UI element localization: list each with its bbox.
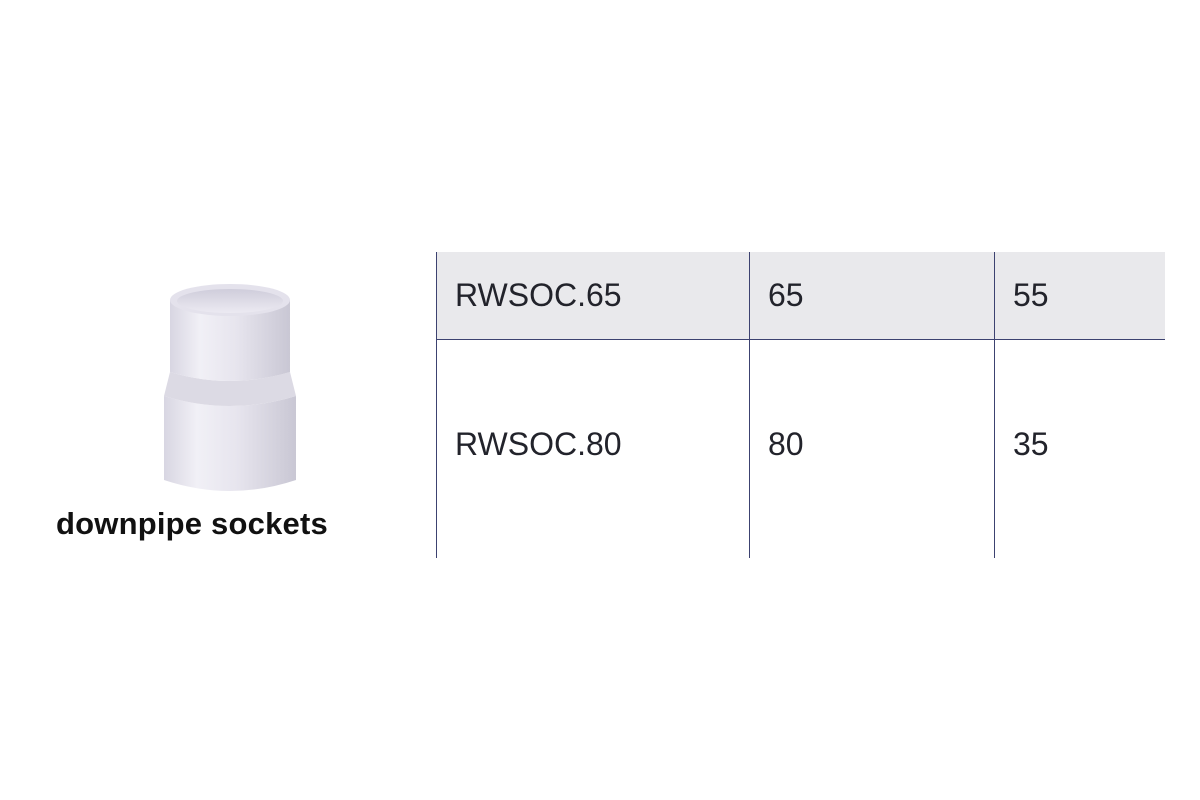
product-code-cell: RWSOC.80 [436, 339, 750, 558]
quantity-cell: 55 [994, 252, 1165, 340]
size-cell: 80 [749, 339, 995, 558]
table-row: RWSOC.65 65 55 [436, 252, 1165, 340]
downpipe-socket-icon [164, 284, 296, 491]
table-row: RWSOC.80 80 35 [436, 339, 1165, 558]
quantity-cell: 35 [994, 339, 1165, 558]
product-code-cell: RWSOC.65 [436, 252, 750, 340]
product-name: downpipe sockets [56, 506, 328, 541]
size-cell: 65 [749, 252, 995, 340]
spec-table: RWSOC.65 65 55 RWSOC.80 80 35 [436, 252, 1165, 558]
